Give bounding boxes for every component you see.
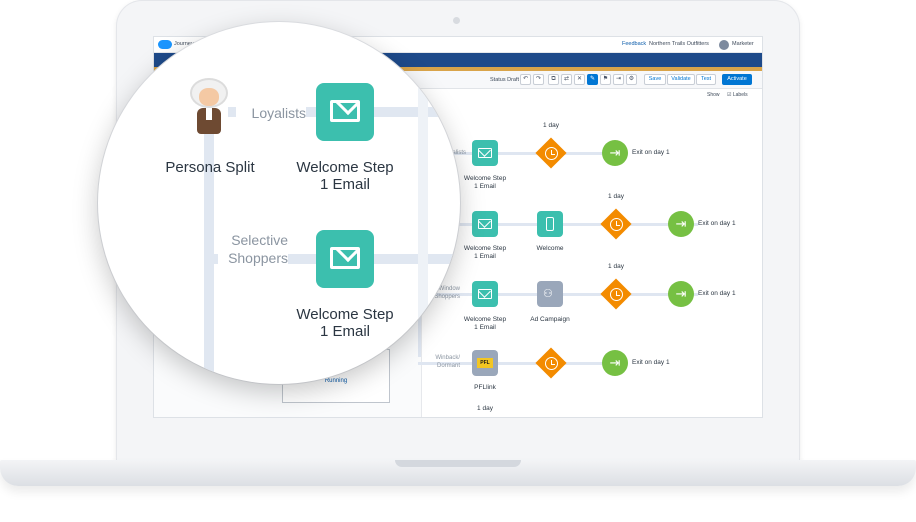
pfl-logo-icon: PFL [477,358,493,368]
clock-icon [545,357,558,370]
row3-wait-label: 1 day [608,263,624,270]
header-banner-stripe [154,67,762,71]
row1-exit-node[interactable]: ⇥ [602,140,628,166]
row1-exit-label: Exit on day 1 [632,149,670,156]
redo-icon[interactable]: ↷ [533,74,544,85]
persona-split-label: Persona Split [165,159,255,176]
version-icon[interactable]: ⇄ [561,74,572,85]
row1-path-label: Loyalists [442,150,466,156]
row3-exit-label: Exit on day 1 [698,290,736,297]
row2-wait-label: 1 day [608,193,624,200]
row3-ad-label: Ad Campaign [530,316,570,323]
row4-pfl-activity[interactable]: PFL [472,350,498,376]
row4-line [418,362,628,365]
row1-email-activity[interactable] [472,140,498,166]
test-button[interactable]: Test [696,74,716,85]
status-card-value: Running [324,378,348,384]
mag-path2-label: Selective Shoppers [218,231,288,267]
row3-email-label: Welcome Step 1 Email [463,316,507,331]
show-label: Show [707,92,720,98]
row2-sms-activity[interactable] [537,211,563,237]
row2-email-activity[interactable] [472,211,498,237]
row2-exit-node[interactable]: ⇥ [668,211,694,237]
journey-status: Status Draft [490,77,520,83]
labels-checkbox[interactable]: ☑ Labels [727,92,748,98]
row4-pfl-label: PFLlink [474,384,496,391]
email-icon [478,148,492,158]
app-name: Journey [174,41,194,47]
clock-icon [610,288,623,301]
copy-icon[interactable]: ⧉ [548,74,559,85]
user-menu[interactable]: Marketer [732,41,754,47]
row1-wait-label: 1 day [543,122,559,129]
camera-dot [453,17,460,24]
row4-path-label: Winback/ Dormant [435,355,460,369]
validate-button[interactable]: Validate [667,74,695,85]
email-icon [330,100,360,122]
mag-step2-label: Welcome Step 1 Email [296,306,394,340]
email-icon [478,289,492,299]
clock-icon [545,147,558,160]
row3-path-label: Window Shoppers [434,286,460,300]
mag-path1-label: Loyalists [236,104,306,122]
email-icon [330,247,360,269]
clock-icon [610,218,623,231]
show-bar: Show ☑ Labels [154,89,762,101]
email-icon [478,219,492,229]
einstein-shirt [206,108,212,120]
settings-icon[interactable]: ⚙ [626,74,637,85]
row3-exit-node[interactable]: ⇥ [668,281,694,307]
exit-criteria-icon[interactable]: ⇥ [613,74,624,85]
mag-right-line [418,22,428,384]
delete-icon[interactable]: ✕ [574,74,585,85]
row1-email-label: Welcome Step 1 Email [463,175,507,190]
einstein-face [199,88,219,106]
row1-line [418,152,628,155]
business-unit-selector[interactable]: Northern Trails Outfitters [649,41,709,47]
audience-icon: ⚇ [543,288,553,300]
goal-icon[interactable]: ⚑ [600,74,611,85]
row4-wait-label: 1 day [477,405,493,412]
mag-email-activity-2[interactable] [316,230,374,288]
laptop-notch [395,460,521,467]
mag-email-activity-1[interactable] [316,83,374,141]
feedback-link[interactable]: Feedback [622,41,647,47]
edit-icon[interactable]: ✎ [587,74,598,85]
salesforce-cloud-icon[interactable] [158,40,172,49]
mag-trunk-line [204,122,214,384]
einstein-avatar [190,78,230,136]
mobile-icon [546,217,554,231]
undo-icon[interactable]: ↶ [520,74,531,85]
activate-button[interactable]: Activate [722,74,752,85]
row2-sms-label: Welcome [536,245,564,252]
row4-exit-label: Exit on day 1 [632,359,670,366]
row4-exit-node[interactable]: ⇥ [602,350,628,376]
magnifier-callout: Persona Split Loyalists Welcome Step 1 E… [98,22,460,384]
row2-email-label: Welcome Step 1 Email [463,245,507,260]
mag-step1-label: Welcome Step 1 Email [296,159,394,193]
row3-ad-activity[interactable]: ⚇ [537,281,563,307]
save-button[interactable]: Save [644,74,666,85]
row3-email-activity[interactable] [472,281,498,307]
row2-exit-label: Exit on day 1 [698,220,736,227]
labels-checkbox-label: Labels [732,92,748,98]
user-avatar[interactable] [719,40,729,50]
